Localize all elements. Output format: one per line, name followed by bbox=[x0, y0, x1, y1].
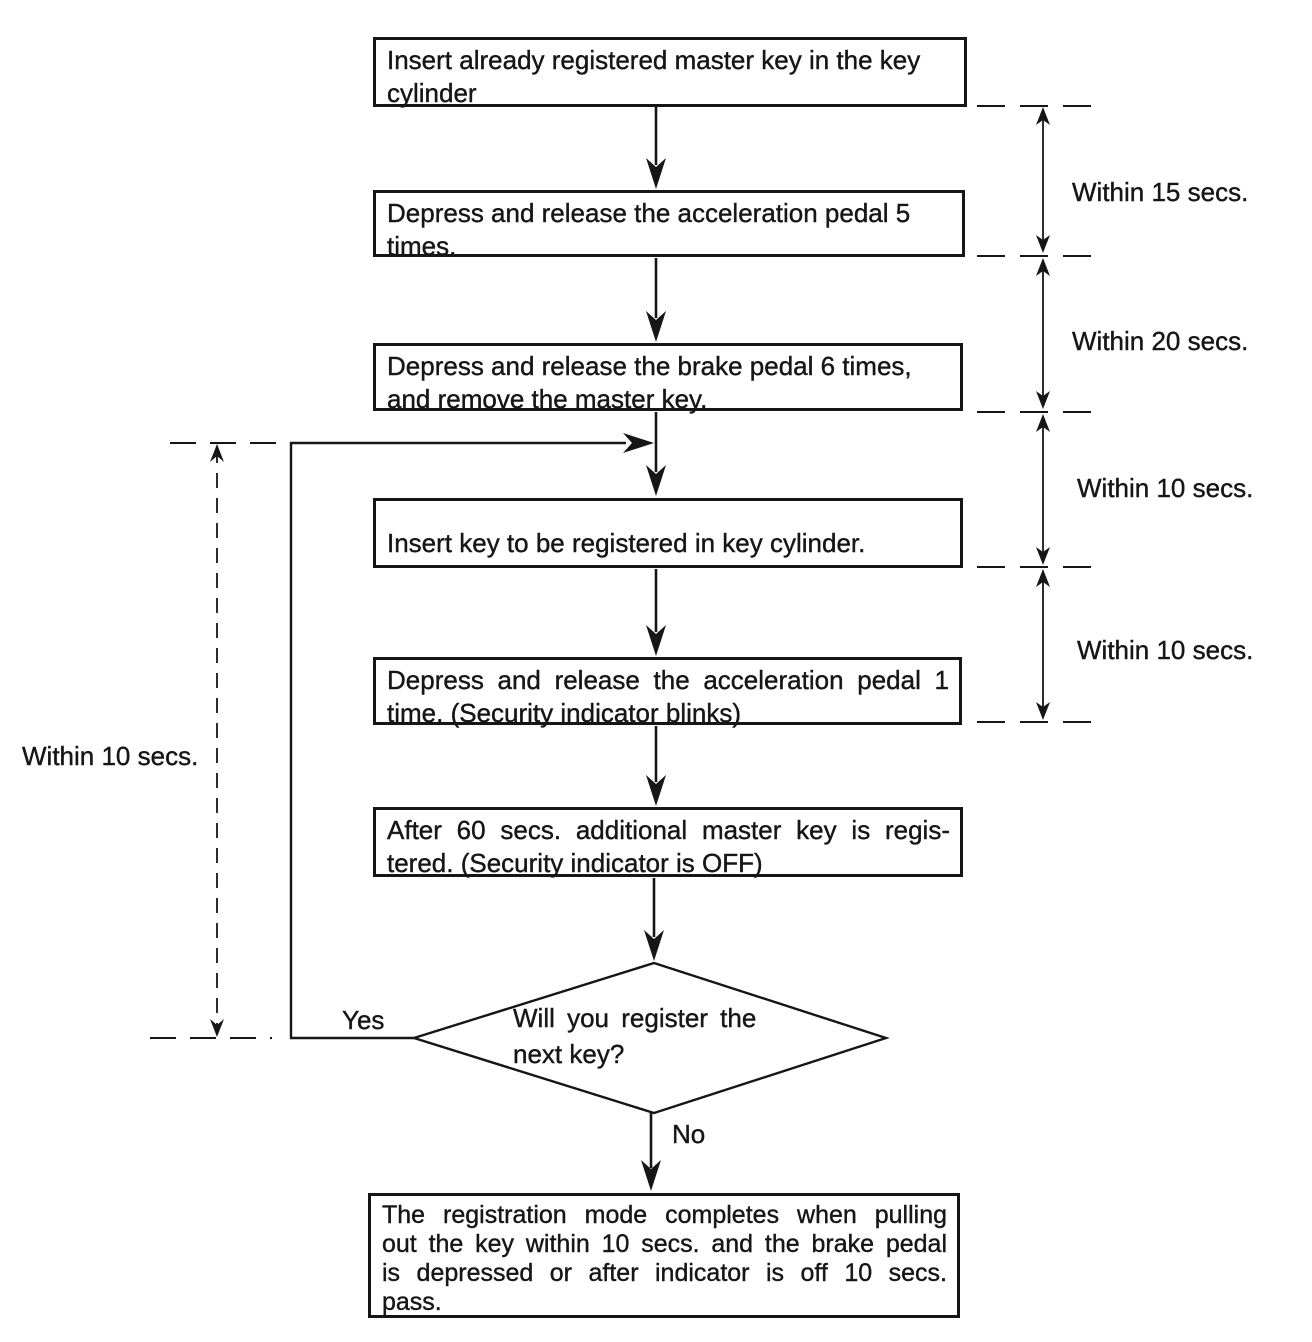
box-text-line: Insert already registered master key in … bbox=[387, 45, 921, 75]
flow-arrowhead-icon bbox=[646, 311, 666, 342]
box-text-line: tered. (Security indicator is OFF) bbox=[387, 848, 763, 878]
measure-arrowhead-icon bbox=[1036, 547, 1050, 565]
box-text-line: cylinder bbox=[387, 78, 477, 108]
no-branch-label: No bbox=[672, 1119, 706, 1149]
measure-arrowhead-icon bbox=[1036, 414, 1050, 432]
box-text-line: The registration mode completes when pul… bbox=[382, 1201, 947, 1229]
box-text-line: pass. bbox=[382, 1288, 442, 1316]
flow-arrowhead-icon bbox=[646, 625, 666, 656]
flow-arrowhead-icon bbox=[646, 465, 666, 496]
box-text-line: time. (Security indicator blinks) bbox=[387, 698, 741, 728]
flow-arrowhead-icon bbox=[644, 930, 664, 961]
flow-arrowhead-icon bbox=[646, 775, 666, 806]
measure-arrowhead-icon bbox=[210, 1019, 224, 1037]
timing-label-within-15-secs: Within 15 secs. bbox=[1072, 177, 1249, 207]
measure-arrowhead-icon bbox=[1036, 702, 1050, 720]
box-text-line: out the key within 10 secs. and the brak… bbox=[382, 1230, 947, 1258]
box-text-line: Insert key to be registered in key cylin… bbox=[387, 528, 866, 558]
decision-text: Will you register the next key? bbox=[513, 1000, 757, 1072]
measure-arrowhead-icon bbox=[1036, 391, 1050, 409]
decision-diamond bbox=[409, 961, 890, 1115]
yes-branch-label: Yes bbox=[342, 1005, 385, 1035]
measure-arrowhead-icon bbox=[1036, 235, 1050, 253]
process-box-insert-key-to-register: Insert key to be registered in key cylin… bbox=[373, 498, 963, 568]
measure-arrowhead-icon bbox=[1036, 107, 1050, 125]
timing-label-within-20-secs: Within 20 secs. bbox=[1072, 326, 1249, 356]
process-box-brake-pedal-6-times: Depress and release the brake pedal 6 ti… bbox=[373, 343, 963, 414]
flow-arrowhead-icon bbox=[641, 1160, 661, 1191]
box-text-line: Depress and release the acceleration ped… bbox=[387, 665, 949, 695]
box-text-line: is depressed or after indicator is off 1… bbox=[382, 1259, 947, 1287]
decision-text-line: next key? bbox=[513, 1039, 625, 1069]
process-box-accel-pedal-1-time: Depress and release the acceleration ped… bbox=[373, 657, 962, 728]
decision-text-line: Will you register the bbox=[513, 1003, 757, 1033]
process-box-master-key-registered: After 60 secs. additional master key is … bbox=[373, 807, 963, 878]
flow-arrowhead-icon bbox=[646, 158, 666, 189]
timing-label-within-10-secs-1: Within 10 secs. bbox=[1077, 473, 1254, 503]
measure-arrowhead-icon bbox=[1036, 569, 1050, 587]
box-text-line: Depress and release the brake pedal 6 ti… bbox=[387, 351, 912, 381]
process-box-insert-master-key: Insert already registered master key in … bbox=[373, 37, 967, 108]
box-text-line: After 60 secs. additional master key is … bbox=[387, 815, 950, 845]
box-text-line: times. bbox=[387, 231, 457, 261]
timing-label-within-10-secs-left: Within 10 secs. bbox=[22, 741, 199, 771]
process-box-accel-pedal-5-times: Depress and release the acceleration ped… bbox=[373, 190, 965, 261]
measure-arrowhead-icon bbox=[210, 444, 224, 462]
yes-arrowhead-icon bbox=[623, 433, 654, 453]
timing-label-within-10-secs-2: Within 10 secs. bbox=[1077, 635, 1254, 665]
box-text-line: and remove the master key. bbox=[387, 384, 708, 414]
measure-arrowhead-icon bbox=[1036, 258, 1050, 276]
process-box-registration-complete: The registration mode completes when pul… bbox=[368, 1193, 960, 1318]
box-text-line: Depress and release the acceleration ped… bbox=[387, 198, 911, 228]
yes-loop-connector bbox=[289, 441, 626, 1040]
